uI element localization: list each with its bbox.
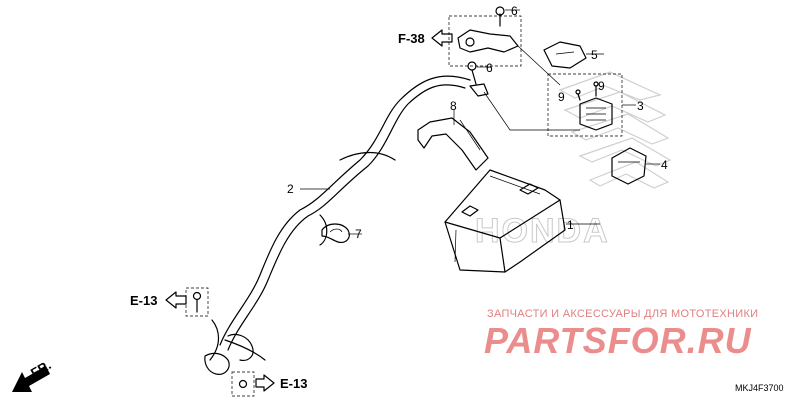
leader-6b-line: [483, 91, 580, 131]
battery: [444, 169, 566, 273]
callout-5: 5: [591, 48, 598, 62]
ref-e13-bottom-arrow: [255, 374, 275, 392]
callout-7: 7: [355, 227, 362, 241]
battery-band: [417, 117, 489, 171]
harness-clamp: [321, 223, 350, 243]
callout-9a: 9: [558, 90, 565, 104]
callout-6a: 6: [511, 4, 518, 18]
terminal-cover: [543, 41, 587, 69]
honda-mark: HONDA: [475, 212, 610, 250]
ref-e13-left: E-13: [130, 293, 157, 308]
diagram-code: MKJ4F3700: [735, 383, 784, 393]
callout-1: 1: [567, 218, 574, 232]
callout-8: 8: [450, 99, 457, 113]
watermark-brand: PARTSFOR.RU: [484, 320, 752, 361]
front-direction-arrow: [12, 366, 50, 392]
callout-6b: 6: [486, 61, 493, 75]
ground-bolt-lower: [231, 371, 255, 397]
ref-e13-left-arrow: [165, 291, 187, 309]
callout-4: 4: [661, 158, 668, 172]
ground-bolt-upper: [185, 287, 209, 317]
terminal-bracket: [448, 6, 561, 86]
starter-relay: [547, 73, 623, 137]
bolt-6-lower: [467, 61, 489, 97]
callout-3: 3: [637, 99, 644, 113]
ref-e13-bottom: E-13: [280, 376, 307, 391]
relay-cover: [611, 147, 647, 185]
watermark-caption: ЗАПЧАСТИ И АКСЕССУАРЫ ДЛЯ МОТОТЕХНИКИ: [487, 308, 758, 320]
ref-f38: F-38: [398, 31, 425, 46]
callout-2: 2: [287, 182, 294, 196]
ref-f38-arrow: [431, 29, 453, 47]
battery-cable-harness: [204, 75, 471, 375]
callout-9b: 9: [598, 79, 605, 93]
